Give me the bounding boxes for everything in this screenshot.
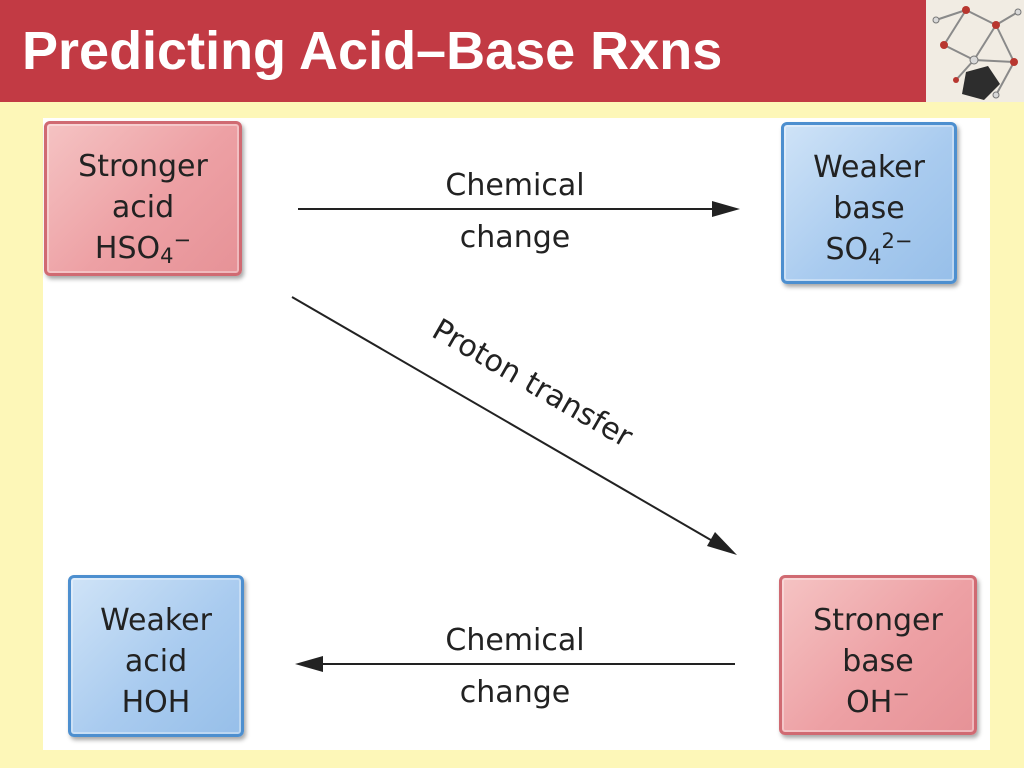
top-edge-label: Chemical change [400, 160, 630, 264]
molecular-model-icon [926, 0, 1024, 102]
bottom-arrow [295, 656, 735, 672]
weaker-base-formula: SO42− [825, 229, 913, 269]
stronger-acid-formula: HSO4− [94, 228, 192, 268]
stronger-base-formula: OH− [846, 682, 910, 721]
weaker-acid-formula: HOH [121, 685, 191, 720]
stronger-acid-kind: acid [111, 190, 175, 225]
stronger-base-box: Stronger base OH− [779, 575, 977, 735]
weaker-acid-role: Weaker [100, 603, 212, 638]
top-arrow [298, 201, 740, 217]
weaker-base-kind: base [833, 191, 905, 226]
proton-transfer-arrow [291, 296, 737, 555]
molecule-graphic [932, 6, 1022, 100]
stronger-base-kind: base [842, 644, 914, 679]
slide-title: Predicting Acid–Base Rxns [22, 21, 723, 81]
stronger-base-role: Stronger [813, 603, 943, 638]
title-bar: Predicting Acid–Base Rxns [0, 0, 926, 102]
stronger-acid-role: Stronger [78, 149, 208, 184]
weaker-base-box: Weaker base SO42− [781, 122, 957, 284]
bottom-edge-label-line1: Chemical [445, 623, 585, 658]
weaker-base-role: Weaker [813, 150, 925, 185]
top-edge-label-line2: change [459, 220, 571, 255]
weaker-acid-kind: acid [124, 644, 188, 679]
stronger-acid-box: Stronger acid HSO4− [44, 121, 242, 276]
top-edge-label-line1: Chemical [445, 168, 585, 203]
weaker-acid-box: Weaker acid HOH [68, 575, 244, 737]
bottom-edge-label-line2: change [459, 675, 571, 710]
bottom-edge-label: Chemical change [400, 615, 630, 719]
